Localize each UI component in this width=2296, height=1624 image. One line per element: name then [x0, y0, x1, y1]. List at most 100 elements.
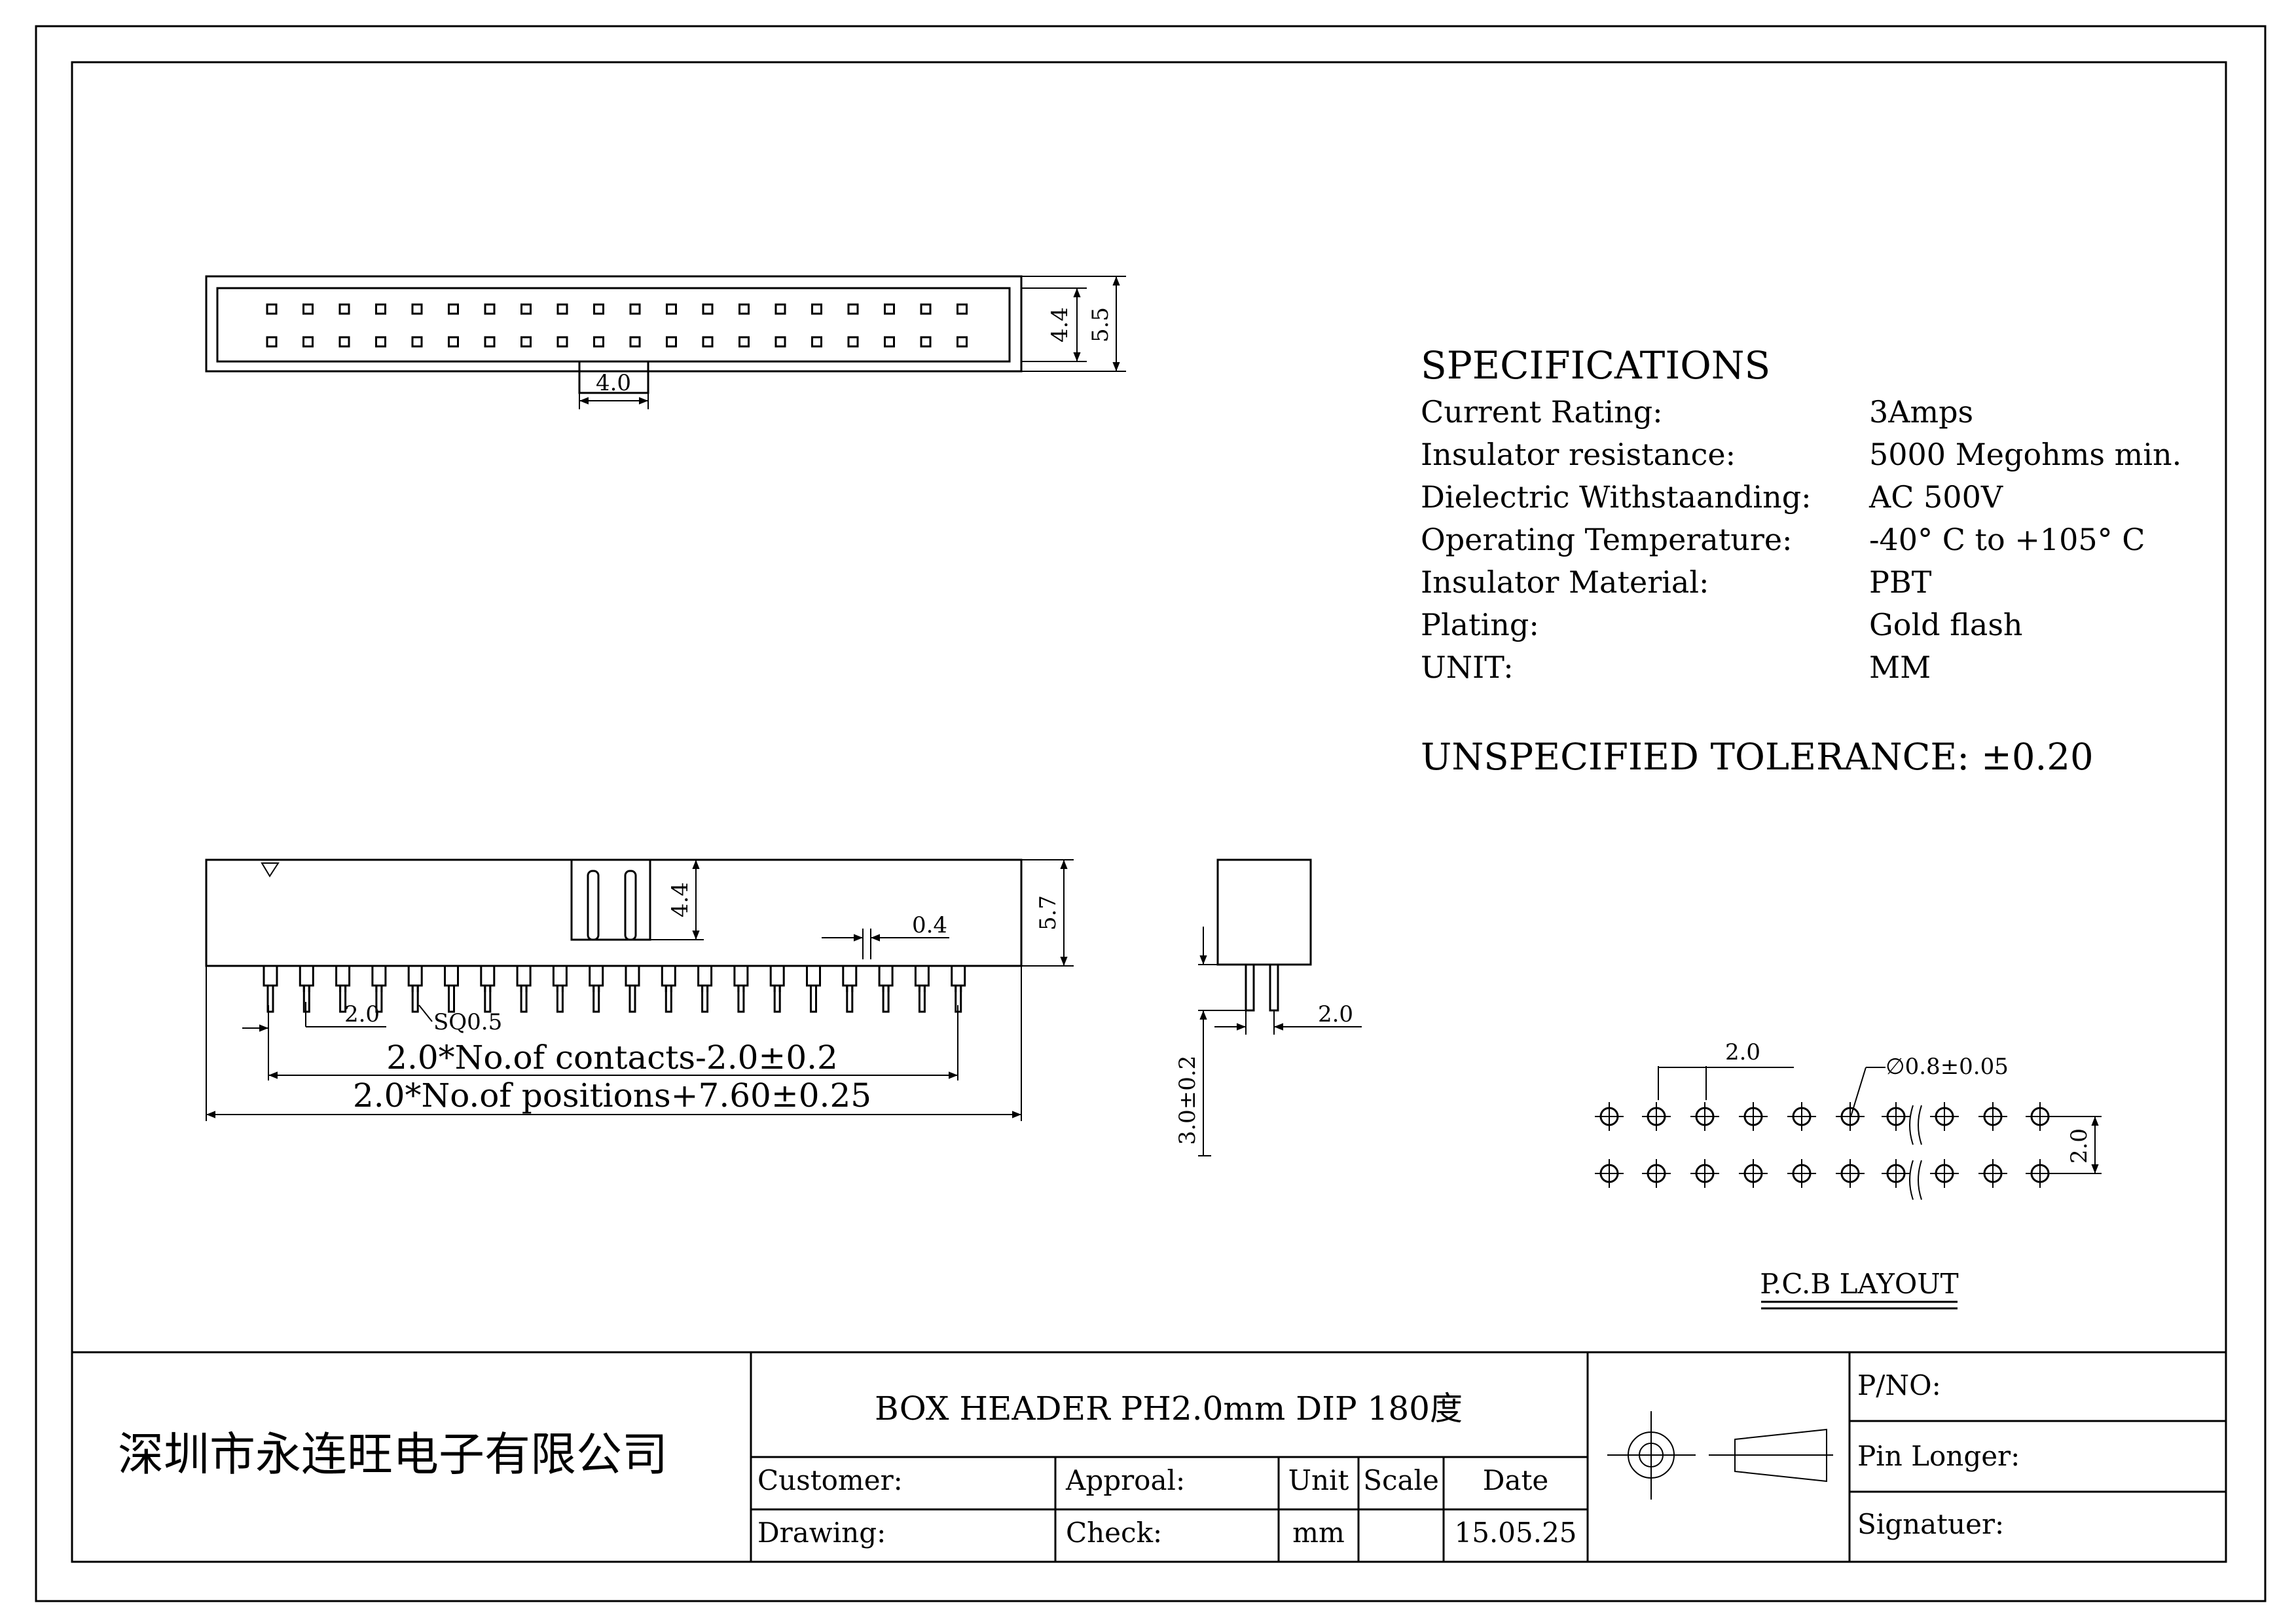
date-header: Date [1483, 1464, 1548, 1496]
pin-shoulder [769, 966, 785, 992]
pin-square [375, 336, 386, 348]
pin-shoulder [625, 966, 640, 992]
signature-label: Signatuer: [1857, 1508, 2004, 1540]
pin-square [666, 303, 677, 315]
pin-shoulder [697, 966, 713, 992]
approval-label: Approal: [1065, 1464, 1185, 1496]
pin-tail [375, 984, 383, 1013]
pin-square [847, 303, 859, 315]
top-view [205, 275, 1126, 409]
part-number-label: P/NO: [1857, 1369, 1941, 1401]
customer-label: Customer: [757, 1464, 903, 1496]
pin-tail [701, 984, 709, 1013]
unit-value: mm [1292, 1517, 1345, 1549]
spec-label: Plating: [1421, 607, 1539, 642]
end-view [1198, 858, 1362, 1156]
dim-key-width: 4.0 [596, 370, 631, 396]
pin-shoulder [335, 966, 351, 992]
pin-tail [448, 984, 455, 1013]
side-view-pin-row [263, 966, 966, 1013]
pcb-hole [1978, 1159, 2007, 1188]
pin-square [629, 303, 641, 315]
spec-value: -40° C to +105° C [1869, 522, 2145, 557]
pcb-hole [1882, 1102, 1910, 1131]
pin-shoulder [444, 966, 459, 992]
pin-square [448, 336, 459, 348]
spec-value: 5000 Megohms min. [1869, 437, 2181, 472]
pin-square [957, 336, 968, 348]
spec-label: Insulator Material: [1421, 564, 1709, 600]
formula-contacts: 2.0*No.of contacts-2.0±0.2 [386, 1039, 838, 1077]
pcb-hole [1690, 1102, 1719, 1131]
pcb-hole [1595, 1159, 1624, 1188]
pin-tail [520, 984, 528, 1013]
spec-label: Insulator resistance: [1421, 437, 1736, 472]
pin-shoulder [914, 966, 930, 992]
spec-value: PBT [1869, 564, 1932, 600]
spec-value: AC 500V [1868, 479, 2003, 515]
pin-square [556, 336, 568, 348]
pin-square [738, 303, 750, 315]
product-title: BOX HEADER PH2.0mm DIP 180度 [875, 1390, 1463, 1428]
pcb-hole [1642, 1159, 1671, 1188]
pin-square [847, 336, 859, 348]
dim-pin-width: 0.4 [912, 912, 947, 938]
pcb-hole [1690, 1159, 1719, 1188]
pin-square [448, 303, 459, 315]
pin-square [702, 336, 714, 348]
pin-square [338, 303, 350, 315]
pcb-hole [1787, 1159, 1816, 1188]
pin-shoulder [263, 966, 278, 992]
pin-square [266, 336, 278, 348]
pin-tail [339, 984, 347, 1013]
pin-square [884, 336, 895, 348]
pin-square [411, 336, 423, 348]
pin-tail [484, 984, 492, 1013]
pcb-hole [1930, 1102, 1959, 1131]
pin-square [774, 336, 786, 348]
pin-shoulder [589, 966, 604, 992]
pin-square [375, 303, 386, 315]
dim-end-pitch: 2.0 [1318, 1001, 1353, 1027]
pin-tail [918, 984, 926, 1013]
pcb-hole [1836, 1159, 1865, 1188]
spec-value: MM [1869, 650, 1931, 685]
dim-side-wall: 4.4 [667, 882, 693, 917]
inner-border [71, 61, 2227, 1563]
pin-shoulder [371, 966, 387, 992]
pin-tail [302, 984, 310, 1013]
tolerance-note: UNSPECIFIED TOLERANCE: ±0.20 [1421, 736, 2094, 779]
spec-value: Gold flash [1869, 607, 2023, 642]
pin-square [520, 303, 532, 315]
pin-square [811, 303, 822, 315]
pcb-hole [1739, 1159, 1768, 1188]
pin-shoulder [842, 966, 858, 992]
pin-square [920, 336, 932, 348]
dim-top-inner-height: 4.4 [1047, 307, 1073, 342]
pin-square [484, 303, 496, 315]
pin-tail [882, 984, 890, 1013]
dim-side-pitch: 2.0 [344, 1001, 380, 1027]
pin-shoulder [878, 966, 894, 992]
pin-square [338, 336, 350, 348]
outer-border [35, 25, 2267, 1602]
unit-header: Unit [1288, 1464, 1349, 1496]
pin-shoulder [806, 966, 821, 992]
dim-top-outer-height: 5.5 [1087, 307, 1114, 342]
dim-pcb-pitch-y: 2.0 [2066, 1128, 2092, 1164]
pcb-hole [2026, 1159, 2054, 1188]
pcb-layout [1595, 1066, 2102, 1310]
pin-tail [592, 984, 600, 1013]
pin-square [957, 303, 968, 315]
pcb-hole-grid [1595, 1102, 2054, 1188]
pin-tail [411, 984, 419, 1013]
pin-shoulder [661, 966, 676, 992]
pcb-hole [1930, 1159, 1959, 1188]
pin-square [593, 336, 604, 348]
pin-square [702, 303, 714, 315]
pin-square [484, 336, 496, 348]
dim-pcb-hole: ∅0.8±0.05 [1886, 1054, 2009, 1080]
pin-tail [773, 984, 781, 1013]
pin-square [302, 336, 314, 348]
